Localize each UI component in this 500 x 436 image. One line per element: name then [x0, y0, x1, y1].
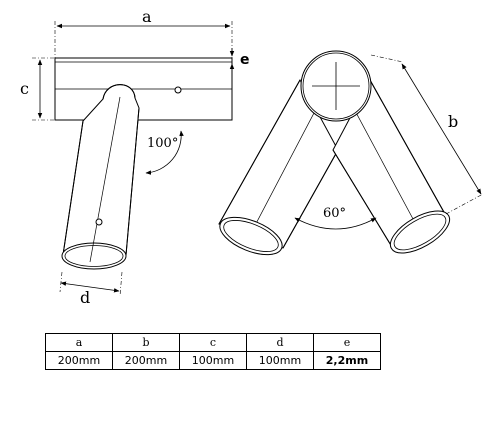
table-header-cell: c [179, 333, 247, 352]
connector-diagram: a c e d 100° [20, 7, 484, 307]
table-value-cell: 200mm [112, 351, 180, 370]
dim-b-label: b [448, 112, 458, 131]
pipe-end-circle [300, 50, 372, 122]
angle-100-label: 100° [147, 136, 178, 151]
angle-60-label: 60° [323, 206, 346, 221]
dim-d-label: d [80, 288, 90, 307]
dim-a-label: a [142, 7, 152, 26]
dimensions-table: a b c d e 200mm 200mm 100mm 100mm 2,2mm [45, 333, 381, 370]
dim-e-label: e [240, 52, 250, 68]
table-value-row: 200mm 200mm 100mm 100mm 2,2mm [45, 351, 381, 370]
table-header-cell: a [45, 333, 113, 352]
left-fitting [32, 21, 235, 297]
table-header-cell: d [246, 333, 314, 352]
table-value-cell: 100mm [179, 351, 247, 370]
angled-pipe [61, 84, 140, 270]
table-value-cell: 200mm [45, 351, 113, 370]
table-header-cell: e [313, 333, 381, 352]
left-leg [218, 78, 339, 256]
table-header-cell: b [112, 333, 180, 352]
dim-c-label: c [20, 79, 29, 98]
table-value-cell: 2,2mm [313, 351, 381, 370]
rivet-hole [95, 218, 103, 226]
rivet-hole [174, 86, 182, 94]
table-header-row: a b c d e [45, 333, 381, 352]
table-value-cell: 100mm [246, 351, 314, 370]
right-fitting [218, 50, 484, 256]
